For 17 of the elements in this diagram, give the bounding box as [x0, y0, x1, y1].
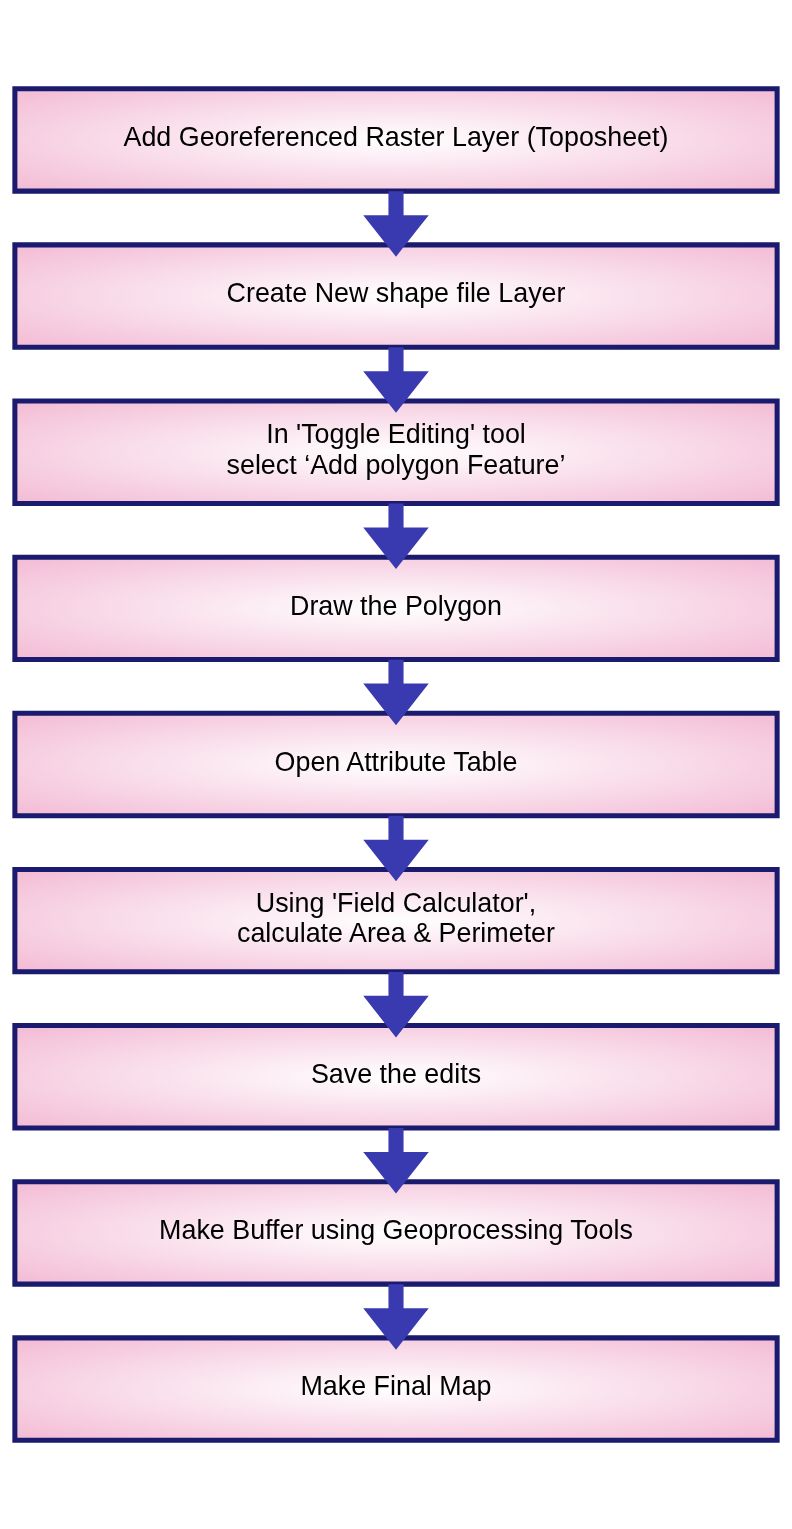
node-box: Open Attribute Table: [12, 710, 780, 819]
node-box: Create New shape file Layer: [12, 242, 780, 350]
node-box: Using 'Field Calculator', calculate Area & Perimeter: [12, 866, 780, 975]
arrow: [363, 815, 429, 882]
node-box: Make Final Map: [12, 1335, 780, 1443]
node-box: Add Georeferenced Raster Layer (Toposheet): [12, 86, 780, 194]
node-box: Draw the Polygon: [12, 554, 780, 663]
node-box: Make Buffer using Geoprocessing Tools: [12, 1179, 780, 1287]
arrow: [363, 1128, 429, 1194]
arrow: [363, 1284, 429, 1350]
arrow: [363, 659, 429, 726]
node-box: In 'Toggle Editing' tool select ‘Add polygon Feature’: [12, 398, 780, 506]
arrow: [363, 503, 429, 569]
arrow: [363, 191, 429, 257]
arrow: [363, 971, 429, 1038]
node-box: Save the edits: [12, 1023, 780, 1131]
arrow: [363, 347, 429, 413]
